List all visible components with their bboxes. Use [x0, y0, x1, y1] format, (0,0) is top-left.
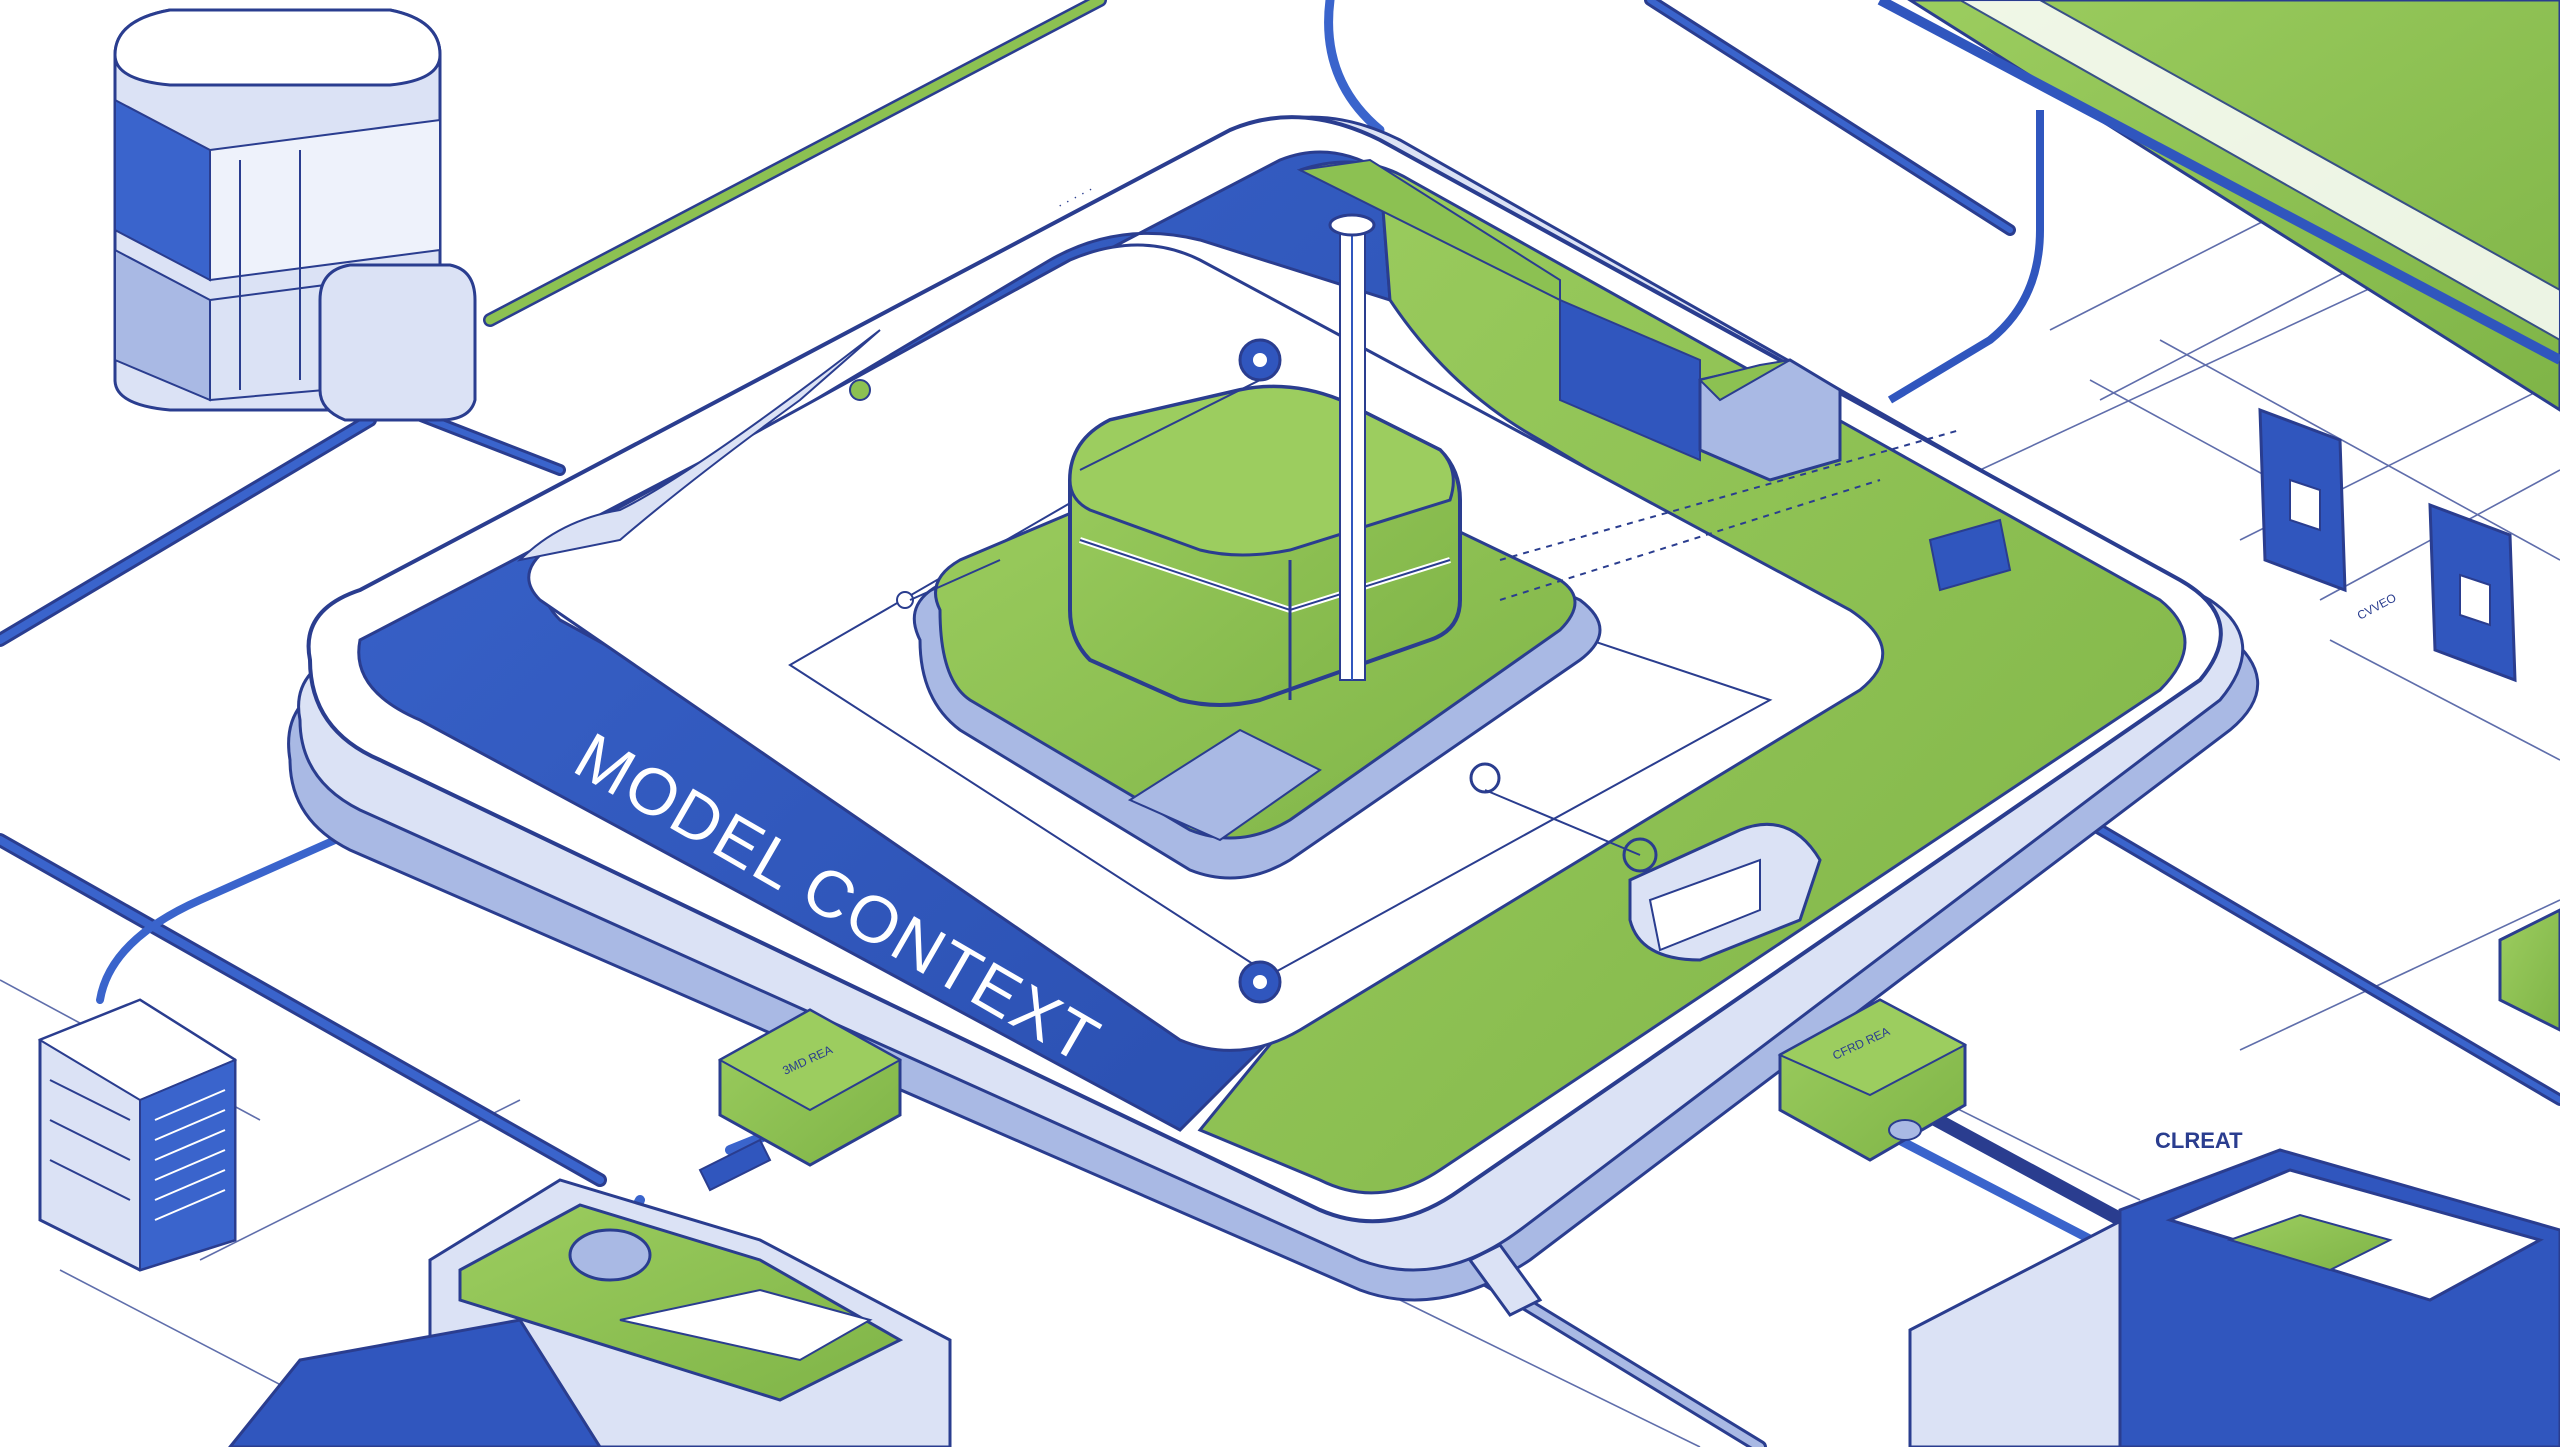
- right-tag: CVVEO: [2355, 591, 2399, 623]
- platform-connectors: · · · · ·: [1054, 180, 2012, 962]
- side-label: CLREAT: [2155, 1128, 2243, 1153]
- cable-connector-icon: [1888, 1119, 1922, 1141]
- network-nodes: [849, 338, 1961, 1004]
- floor-grid: [0, 69, 2560, 1447]
- bottom-left-device: [228, 1178, 952, 1447]
- top-right-panel: [1877, 0, 2560, 412]
- database-server-icon: [113, 8, 477, 422]
- bottom-right-device: [1908, 908, 2560, 1447]
- central-cube-icon: [912, 213, 1602, 880]
- wall-panels: CVVEO: [2258, 407, 2517, 683]
- server-tower-icon: [37, 998, 238, 1272]
- bottom-cable-connector: [1467, 1243, 1543, 1317]
- connector-module-right: CFRD REA: [1777, 998, 1968, 1162]
- network-node-icon: [1469, 762, 1501, 794]
- cable-connector-icon: [1467, 1243, 1543, 1317]
- connector-module-left: 3MD REA: [698, 1008, 903, 1192]
